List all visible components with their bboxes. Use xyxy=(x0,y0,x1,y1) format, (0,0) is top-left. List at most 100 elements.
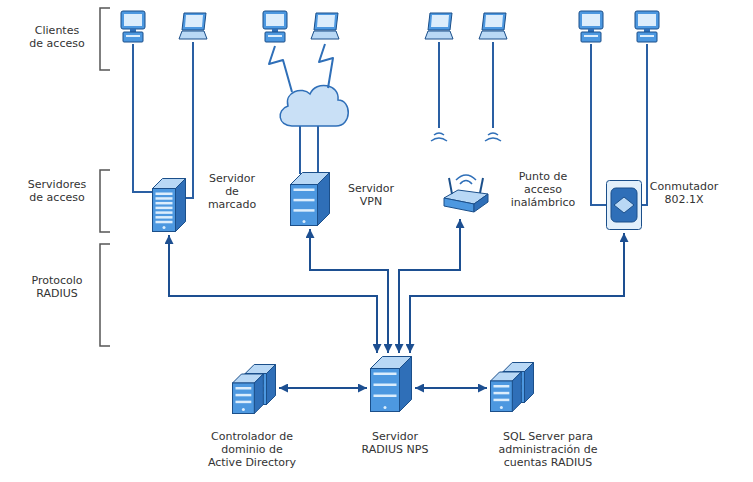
node-label: Servidor de marcado xyxy=(204,172,260,211)
switch-symbol xyxy=(614,197,634,213)
drive-slot xyxy=(156,216,173,219)
icon-group xyxy=(371,357,412,412)
server-icon xyxy=(490,362,534,412)
server-node: Servidor VPN xyxy=(290,172,330,226)
icon-group xyxy=(607,181,642,230)
wire xyxy=(591,44,606,205)
radius-connector xyxy=(169,235,377,353)
drive-slot xyxy=(494,399,510,402)
antenna xyxy=(449,178,452,194)
wire xyxy=(317,124,319,174)
server-node: Punto de acceso inalámbrico xyxy=(440,172,490,216)
laptop-client xyxy=(311,13,339,39)
radius-connector xyxy=(399,219,460,353)
server-side xyxy=(176,179,186,232)
server-node: Conmutador 802.1X xyxy=(606,180,642,230)
server-side xyxy=(400,357,412,412)
switch-panel xyxy=(611,188,637,222)
node-label: Servidor VPN xyxy=(340,182,402,208)
server-node: Servidor de marcado xyxy=(152,178,186,232)
router-side xyxy=(474,194,488,212)
drive-slot xyxy=(294,189,315,192)
server-node: SQL Server para administración de cuenta… xyxy=(490,362,534,412)
node-label: Controlador de dominio de Active Directo… xyxy=(205,430,299,469)
signal-arc xyxy=(485,138,501,141)
drive-slot xyxy=(494,392,510,395)
drive-slot xyxy=(374,395,397,398)
layer-label: Servidores de acceso xyxy=(24,178,90,204)
router-front xyxy=(444,198,474,212)
power-light xyxy=(500,406,503,409)
signal-arc xyxy=(434,133,444,135)
server-icon xyxy=(606,180,642,230)
node-label: Conmutador 802.1X xyxy=(644,180,724,206)
drive-slot xyxy=(374,384,397,387)
server-icon xyxy=(370,356,412,412)
server-icon xyxy=(232,364,276,414)
layer-label: Protocolo RADIUS xyxy=(24,274,90,300)
node-label: Servidor RADIUS NPS xyxy=(352,430,438,456)
server-front xyxy=(491,381,513,412)
drive-slot xyxy=(156,221,173,224)
server-icon xyxy=(290,172,330,226)
drive-slot xyxy=(374,373,397,376)
server-front xyxy=(291,185,318,226)
drive-slot xyxy=(294,209,315,212)
wifi-arc xyxy=(460,181,472,185)
radius-connector xyxy=(410,233,624,353)
lightning-bolt xyxy=(269,46,292,92)
drive-slot xyxy=(294,199,315,202)
power-light xyxy=(303,220,306,223)
switch-body xyxy=(607,181,642,230)
icon-group xyxy=(291,173,330,226)
server-node: Servidor RADIUS NPS xyxy=(370,356,412,412)
drive-slot xyxy=(236,394,252,397)
wire xyxy=(492,42,494,128)
icon-group xyxy=(153,179,186,232)
drive-slot xyxy=(236,401,252,404)
drive-slot xyxy=(156,202,173,205)
desktop-client xyxy=(121,11,145,42)
server-icon xyxy=(440,172,490,216)
laptop-client xyxy=(425,13,453,39)
server-side xyxy=(318,173,330,226)
desktop-client xyxy=(579,11,603,42)
server-front xyxy=(233,383,255,414)
bracket xyxy=(100,244,110,346)
bracket xyxy=(100,8,110,70)
wifi-arc xyxy=(456,175,476,180)
drive-slot xyxy=(156,193,173,196)
laptop-client xyxy=(479,13,507,39)
signal-arc xyxy=(488,133,498,135)
bracket-group xyxy=(100,8,110,346)
server-node: Controlador de dominio de Active Directo… xyxy=(232,364,276,414)
network-cloud xyxy=(280,85,348,126)
icon-group xyxy=(233,365,276,414)
desktop-client xyxy=(263,11,287,42)
power-light xyxy=(384,406,387,409)
radius-connector xyxy=(279,387,367,389)
power-light xyxy=(242,408,245,411)
desktop-client xyxy=(635,11,659,42)
signal-arc xyxy=(431,138,447,141)
drive-slot xyxy=(494,385,510,388)
wire xyxy=(186,42,193,198)
wire xyxy=(299,124,301,174)
lightning-bolt xyxy=(319,44,333,88)
layer-label: Clientes de acceso xyxy=(28,24,86,50)
server-front xyxy=(153,189,176,232)
wire xyxy=(438,42,440,128)
drive-slot xyxy=(156,211,173,214)
laptop-client xyxy=(179,13,207,39)
node-label: SQL Server para administración de cuenta… xyxy=(493,430,603,469)
wireless-signal xyxy=(431,133,501,141)
radius-connector xyxy=(415,387,487,389)
server-side xyxy=(525,363,534,403)
server-side xyxy=(267,365,276,405)
antenna xyxy=(480,178,483,193)
server-side xyxy=(512,372,521,412)
icon-group xyxy=(491,363,534,412)
lightning-links xyxy=(269,44,333,92)
